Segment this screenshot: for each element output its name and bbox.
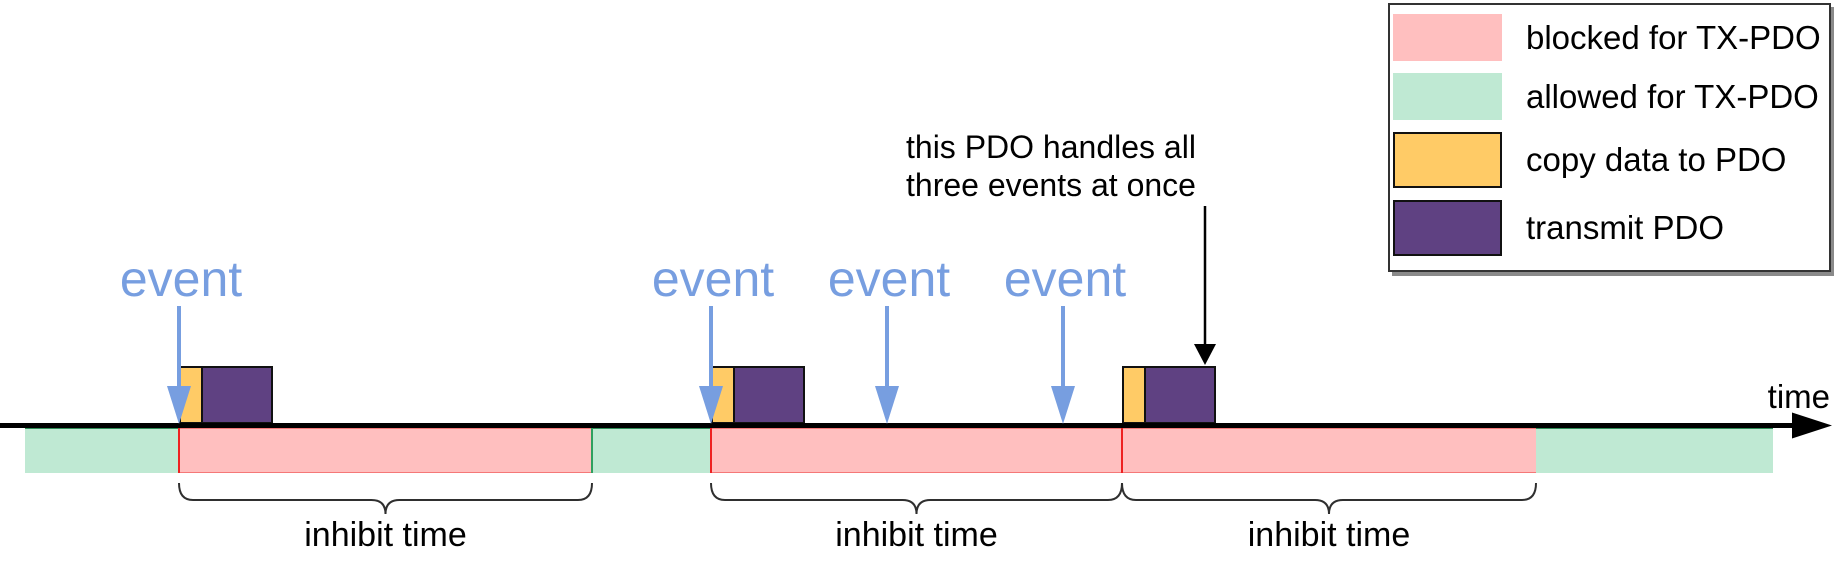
transmit-pdo-block <box>733 366 805 424</box>
annotation-text: this PDO handles all three events at onc… <box>906 128 1196 204</box>
inhibit-time-label: inhibit time <box>1247 516 1411 554</box>
legend-swatch-allowed <box>1393 73 1502 120</box>
legend-item-label: blocked for TX-PDO <box>1526 18 1821 56</box>
event-arrow-head <box>875 386 899 424</box>
bar-segment-blocked <box>711 428 1536 473</box>
inhibit-start-divider-line <box>710 428 712 473</box>
annotation-line-1: this PDO handles all <box>906 129 1196 165</box>
inhibit-brace <box>1121 482 1537 515</box>
legend-swatch-copy <box>1393 132 1502 188</box>
legend-item-label: transmit PDO <box>1526 209 1725 246</box>
time-axis-arrowhead <box>1792 412 1832 439</box>
inhibit-start-divider-line <box>178 428 180 473</box>
legend-box: blocked for TX-PDO allowed for TX-PDO copy… <box>1388 3 1831 272</box>
legend-item-label: allowed for TX-PDO <box>1526 77 1819 115</box>
event-label: event <box>651 251 775 307</box>
annotation-line-2: three events at once <box>906 167 1196 203</box>
legend-item-label: copy data to PDO <box>1526 141 1787 178</box>
allowed-start-divider-line <box>591 428 593 473</box>
bar-segment-allowed <box>25 428 179 473</box>
copy-data-block <box>1122 366 1146 424</box>
legend-swatch-blocked <box>1393 14 1502 61</box>
legend-item: blocked for TX-PDO <box>1393 14 1829 61</box>
bar-segment-allowed <box>592 428 711 473</box>
inhibit-brace <box>178 482 593 515</box>
copy-data-block <box>179 366 203 424</box>
legend-item: transmit PDO <box>1393 200 1829 256</box>
event-label: event <box>1003 251 1127 307</box>
copy-data-block <box>711 366 735 424</box>
event-label: event <box>827 251 951 307</box>
transmit-pdo-block <box>1144 366 1216 424</box>
event-label: event <box>119 251 243 307</box>
legend-swatch-transmit <box>1393 200 1502 256</box>
bar-segment-allowed <box>1536 428 1773 473</box>
inhibit-brace <box>710 482 1123 515</box>
legend-item: copy data to PDO <box>1393 132 1829 188</box>
time-axis-label: time <box>1767 378 1830 415</box>
transmit-pdo-block <box>201 366 273 424</box>
event-arrow-head <box>1051 386 1075 424</box>
legend-item: allowed for TX-PDO <box>1393 73 1829 120</box>
inhibit-time-label: inhibit time <box>304 516 467 554</box>
bar-segment-blocked <box>179 428 592 473</box>
inhibit-time-label: inhibit time <box>835 516 998 554</box>
inhibit-start-divider-line <box>1121 428 1123 473</box>
annotation-arrow-head <box>1194 344 1216 365</box>
